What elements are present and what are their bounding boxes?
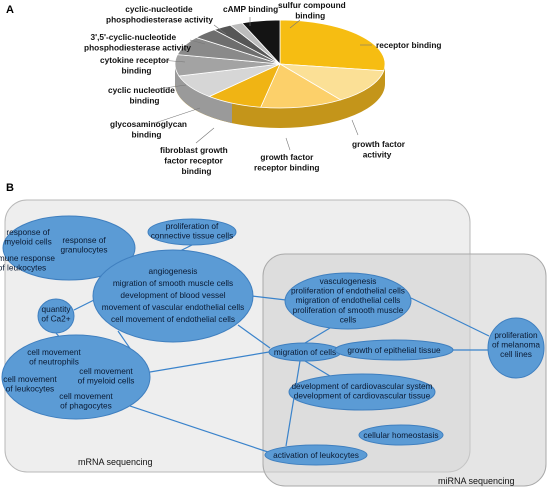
pie-leader-growth-factor-activity <box>351 119 359 136</box>
node-migration-of-cells: migration of cells <box>268 342 342 362</box>
node-shape-melanoma <box>487 317 545 379</box>
edge-migration-leuk <box>149 351 270 373</box>
pie-label-camp-binding: cAMP binding <box>223 4 278 14</box>
node-growth-of-epithelial-tissue: growth of epithelial tissue <box>334 339 454 361</box>
pie-slice-growth-factor-receptor-binding <box>260 63 342 109</box>
pie-leader-glycosaminoglycan-binding <box>151 107 201 125</box>
node-label-activation: activation of leukocytes <box>273 450 359 460</box>
node-shape-cardio <box>288 373 436 411</box>
edge-migration-activation <box>285 360 301 447</box>
blob-response-of-myeloid-cells <box>2 215 136 281</box>
node-cellular-homeostasis: cellular homeostasis <box>358 424 444 446</box>
node-shape-angio <box>92 249 254 343</box>
node-shape-activation <box>264 444 368 466</box>
blob-cell-movement-of-leukocytes <box>1 334 151 420</box>
node-shape-homeostasis <box>358 424 444 446</box>
node-label-epithelial: growth of epithelial tissue <box>347 345 441 355</box>
pie-slice-receptor-binding <box>279 19 386 72</box>
pie-leader-3-5-cyclic-nucleotide-phosphodiesterase-activity <box>189 39 206 45</box>
pie-slice-sulfur-compound-binding <box>241 19 281 66</box>
pie-leader-lines <box>149 17 372 151</box>
pie-depth-grey <box>175 64 232 123</box>
node-activation-of-leukocytes: activation of leukocytes <box>264 444 368 466</box>
pie-leader-cyclic-nucleotide-phosphodiesterase-activity <box>213 24 227 35</box>
pie-leader-growth-factor-receptor-binding <box>285 137 291 151</box>
pie-leader-cyclic-nucleotide-binding <box>149 84 187 91</box>
pie-chart <box>174 19 386 128</box>
pie-label-receptor-binding: receptor binding <box>376 40 441 50</box>
edge-vasculo-melanoma <box>410 297 490 337</box>
edge-migration-vasculo <box>304 327 331 344</box>
pie-slice-growth-factor-activity <box>279 63 385 101</box>
panel-b-letter: B <box>6 182 14 194</box>
node-label-homeostasis: cellular homeostasis <box>363 430 438 440</box>
node-shape-vasculo <box>284 272 412 330</box>
edge-angio-vasculo <box>251 295 287 301</box>
node-label-migration: migration of cells <box>274 347 336 357</box>
mirna-region-label: miRNA sequencing <box>438 476 515 486</box>
pie-leader-fibroblast-growth-factor-receptor-binding <box>195 127 215 144</box>
node-shape-epithelial <box>334 339 454 361</box>
edge-angio-ca <box>73 299 95 311</box>
node-shape-connective <box>147 218 237 246</box>
edge-leuk-activation <box>123 403 269 453</box>
node-shape-ca <box>37 298 75 334</box>
pie-leader-sulfur-compound-binding <box>289 19 301 29</box>
edge-migration-cardio <box>304 360 331 377</box>
edge-angio-migration <box>237 324 271 349</box>
pie-leader-cytokine-receptor-binding <box>159 59 186 63</box>
panel-a-letter: A <box>6 4 14 16</box>
mrna-region-label: mRNA sequencing <box>78 457 153 467</box>
